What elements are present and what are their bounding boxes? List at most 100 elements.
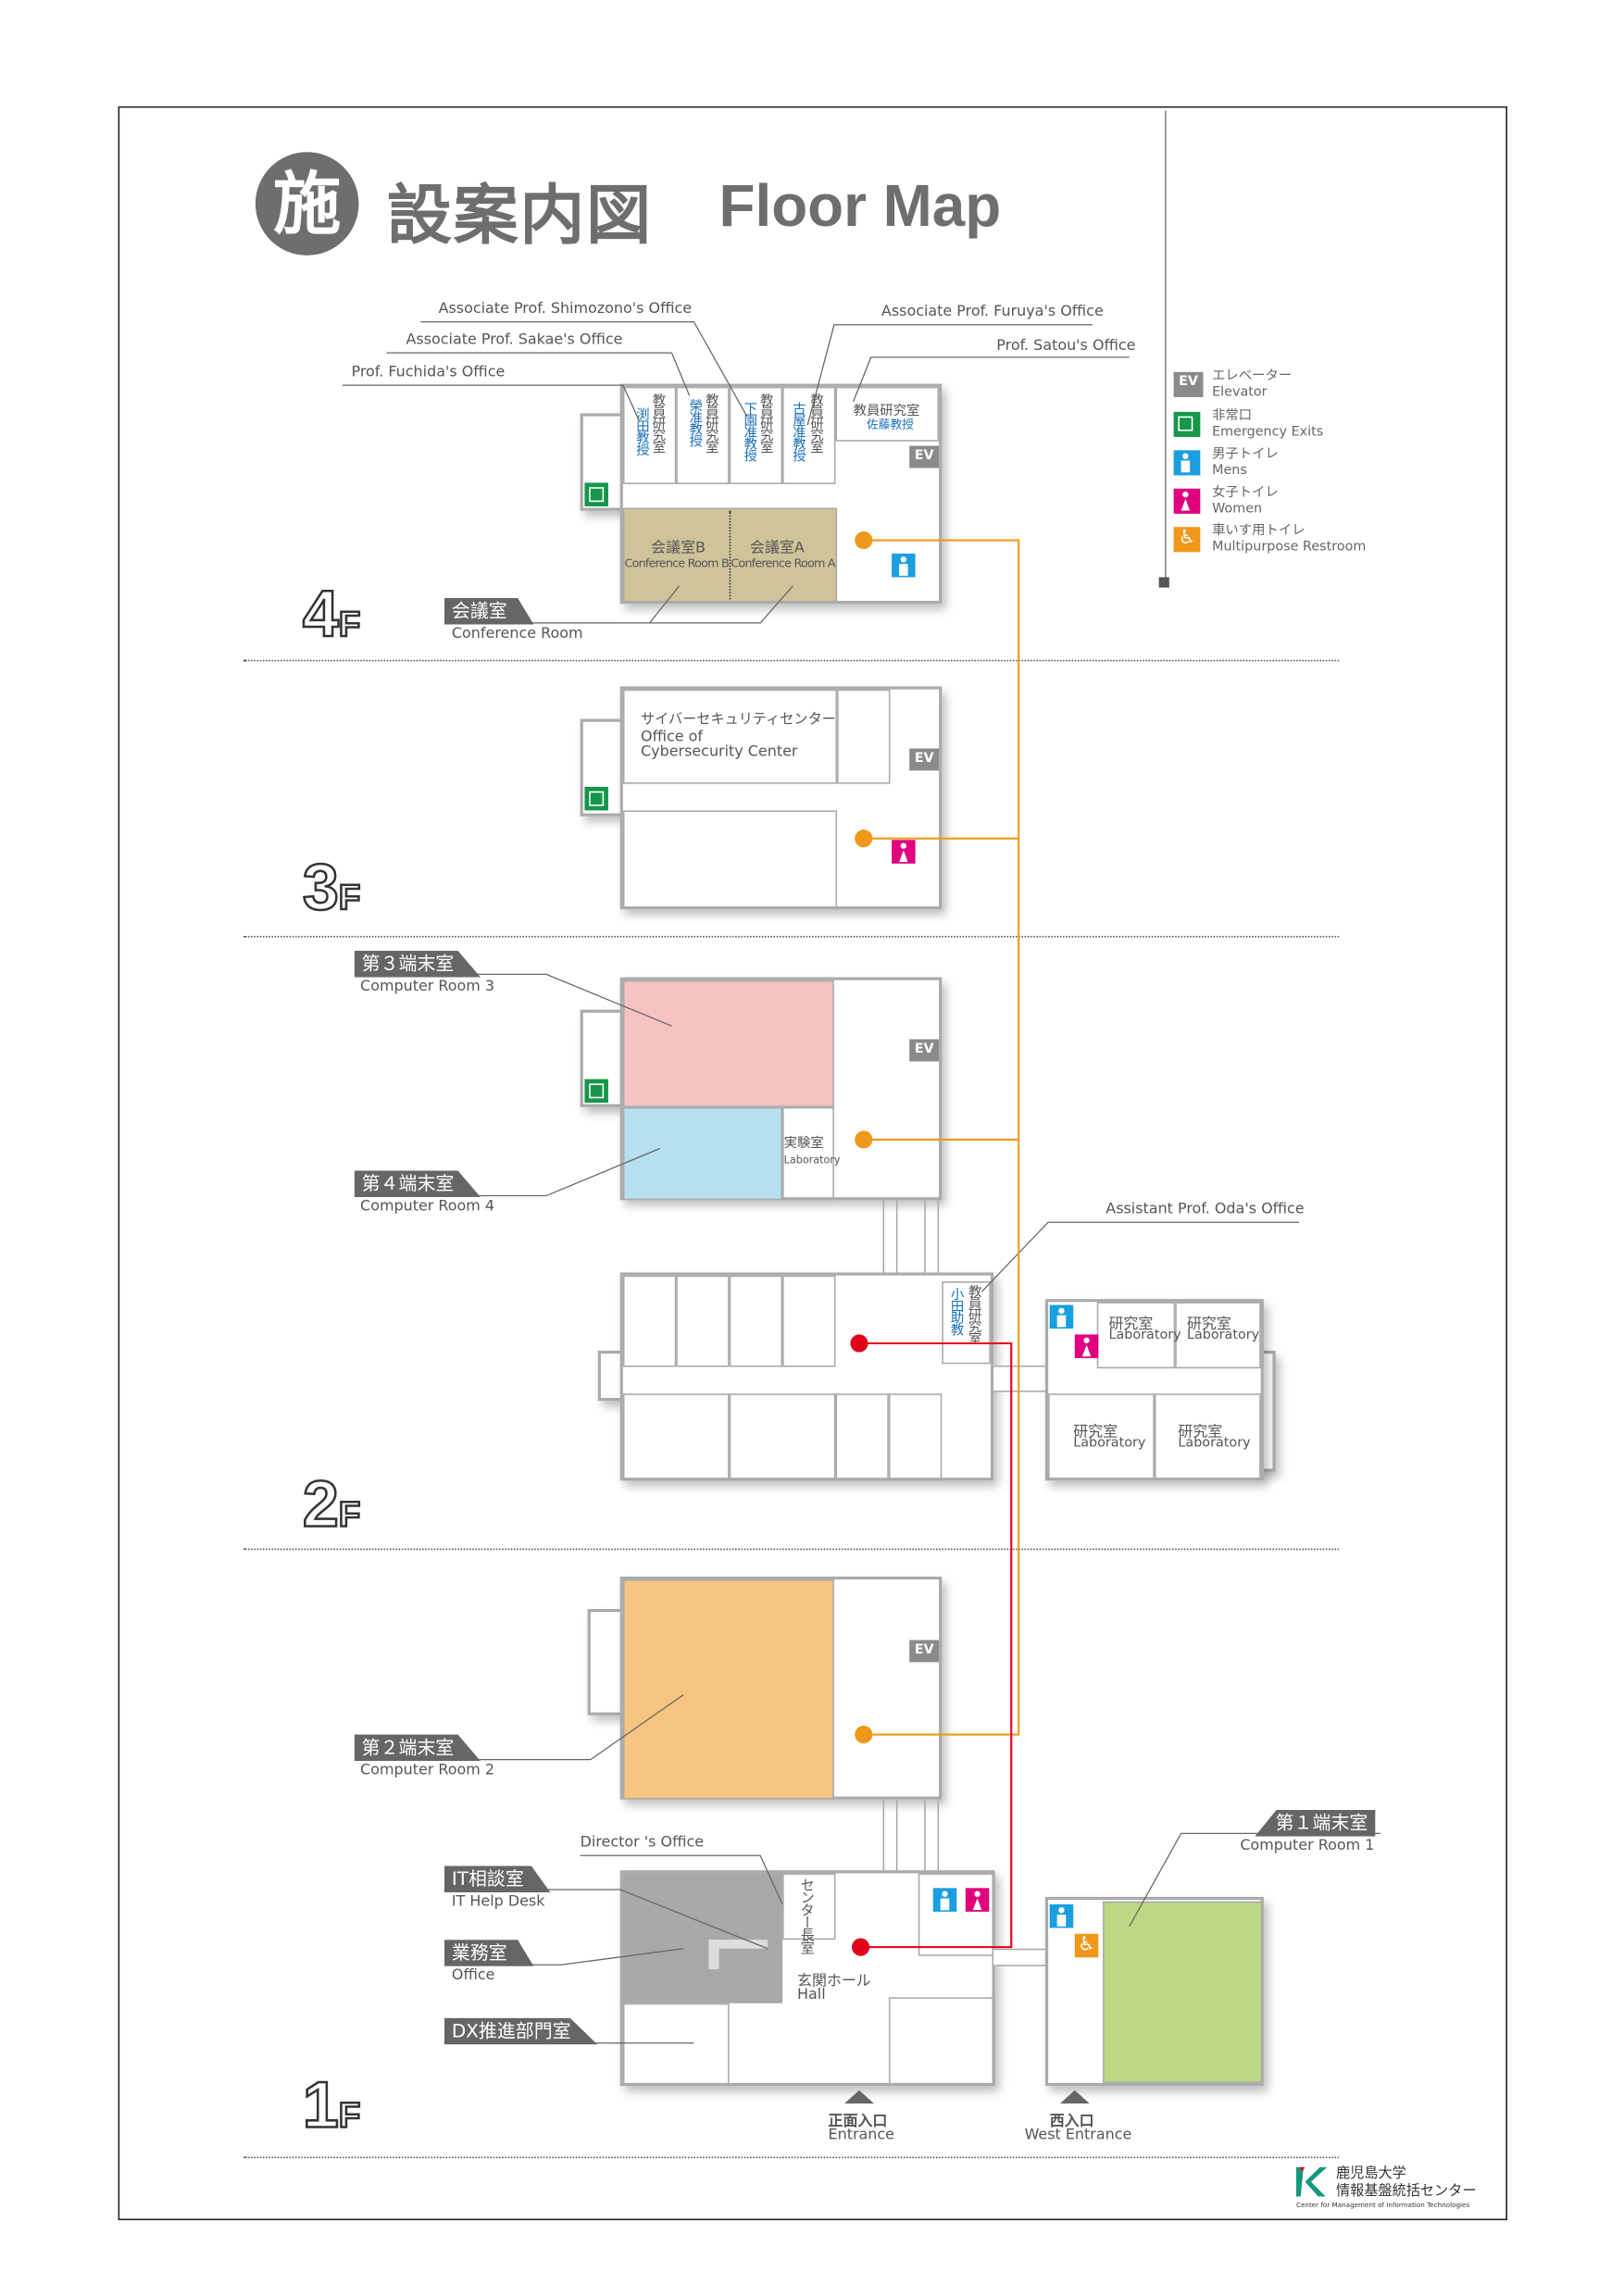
footer-university: 鹿児島大学	[1336, 2165, 1406, 2182]
lab-small-en: Laboratory	[783, 1154, 841, 1167]
office-furuya-name: 古屋准教授	[790, 401, 806, 461]
main-entrance-jp: 正面入口	[828, 2114, 888, 2130]
building-2f-south	[619, 1272, 994, 1481]
computer-room-3-tag: 第３端末室	[354, 950, 481, 978]
office-fuchida-name: 渕田教授	[633, 407, 648, 455]
emergency-exit-icon	[584, 482, 608, 506]
mens-restroom-icon	[1173, 450, 1201, 476]
annotation-sakae: Associate Prof. Sakae's Office	[406, 331, 623, 349]
legend-jp: 男子トイレ	[1212, 447, 1279, 463]
computer-room-1-label: Computer Room 1	[1240, 1838, 1375, 1854]
west-entrance-en: West Entrance	[1024, 2127, 1132, 2144]
west-entrance-jp: 西入口	[1049, 2114, 1094, 2130]
office-sakae: 教員研究室	[702, 393, 718, 452]
conference-room-b-en: Conference Room B	[624, 556, 730, 570]
footer-center-en: Center for Management of Information Tec…	[1295, 2202, 1470, 2210]
legend-en: Women	[1212, 502, 1263, 518]
directors-office-jp: センター長室	[797, 1878, 814, 1953]
office-sakae-name: 榮准教授	[686, 398, 702, 446]
it-help-desk-office	[622, 1873, 783, 2003]
conference-room-label: Conference Room	[451, 626, 583, 643]
building-1f-north	[619, 1576, 943, 1800]
computer-room-3-label: Computer Room 3	[360, 979, 495, 995]
title-en: Floor Map	[718, 174, 1002, 240]
divider-end-marker	[1158, 577, 1169, 588]
floor-label-1f: 1F	[302, 2069, 362, 2142]
connecting-corridor	[924, 1798, 940, 1872]
computer-room-4	[622, 1106, 783, 1201]
lab-1-en: Laboratory	[1108, 1329, 1181, 1343]
connecting-corridor	[882, 1198, 898, 1276]
entrance-arrow-icon	[844, 2090, 874, 2104]
annotation-director: Director 's Office	[580, 1834, 705, 1852]
wheelchair-icon: ♿	[1173, 527, 1201, 553]
floor-separator	[244, 1548, 1340, 1551]
lab-small-jp: 実験室	[783, 1136, 824, 1152]
building-2f-east	[1044, 1299, 1264, 1481]
lab-4-jp: 研究室	[1178, 1424, 1223, 1441]
office-oda: 教員研究室	[965, 1284, 981, 1343]
legend-en: Elevator	[1212, 385, 1268, 401]
mens-restroom-icon	[1049, 1903, 1074, 1928]
dx-office-tag: DX推進部門室	[443, 2017, 598, 2045]
lab-3-en: Laboratory	[1073, 1436, 1146, 1452]
stairwell	[587, 1609, 625, 1716]
elevator-icon: EV	[909, 1640, 940, 1663]
title-badge: 施	[255, 152, 359, 256]
office-fuchida: 教員研究室	[649, 393, 665, 452]
computer-room-1-tag: 第１端末室	[1255, 1809, 1376, 1837]
emergency-exit-icon	[584, 1079, 608, 1104]
conference-room-b-jp: 会議室B	[651, 540, 706, 557]
lab-2-jp: 研究室	[1186, 1316, 1231, 1333]
lab-3-jp: 研究室	[1073, 1424, 1118, 1441]
mens-restroom-icon	[1049, 1304, 1074, 1329]
floor-label-3f: 3F	[302, 852, 362, 925]
mens-restroom-icon	[932, 1888, 957, 1912]
womens-restroom-icon	[1173, 488, 1201, 514]
computer-room-4-label: Computer Room 4	[360, 1198, 495, 1216]
office-shimozono: 教員研究室	[756, 393, 772, 452]
emergency-exit-icon	[1173, 411, 1201, 437]
lab-1-jp: 研究室	[1108, 1316, 1154, 1333]
floor-label-2f: 2F	[302, 1468, 362, 1541]
mens-restroom-icon	[892, 553, 916, 578]
office-satou-name: 佐藤教授	[866, 418, 914, 431]
annotation-furuya: Associate Prof. Furuya's Office	[881, 304, 1104, 321]
connecting-corridor	[993, 1948, 1047, 1966]
annotation-oda: Assistant Prof. Oda's Office	[1106, 1201, 1305, 1218]
annotation-satou: Prof. Satou's Office	[996, 338, 1136, 355]
building-2f-north	[619, 977, 943, 1201]
building-1f-east	[1044, 1896, 1264, 2087]
connecting-corridor	[993, 1365, 1047, 1392]
it-help-desk-label: IT Help Desk	[451, 1893, 545, 1911]
legend-en: Multipurpose Restroom	[1212, 540, 1367, 555]
entrance-arrow-icon	[1059, 2090, 1090, 2104]
hall-jp: 玄関ホール	[797, 1973, 871, 1990]
cybersecurity-en-2: Cybersecurity Center	[641, 743, 798, 761]
womens-restroom-icon	[965, 1888, 990, 1912]
emergency-exit-icon	[584, 786, 608, 811]
office-furuya: 教員研究室	[807, 393, 823, 452]
floor-label-4f: 4F	[302, 579, 362, 652]
womens-restroom-icon	[1074, 1334, 1099, 1358]
center-logo-icon	[1295, 2166, 1329, 2197]
legend-jp: 女子トイレ	[1212, 485, 1279, 501]
office-shimozono-name: 下園准教授	[741, 401, 756, 461]
page-frame	[118, 106, 1507, 2221]
computer-room-2	[622, 1579, 834, 1800]
dx-office	[622, 2003, 730, 2087]
conference-room-a-jp: 会議室A	[750, 540, 805, 557]
elevator-icon: EV	[909, 748, 940, 771]
floor-separator	[244, 659, 1340, 662]
elevator-icon: EV	[909, 445, 940, 468]
connecting-corridor	[924, 1198, 940, 1276]
connecting-corridor	[882, 1798, 898, 1872]
floor-separator	[244, 935, 1340, 938]
computer-room-3	[622, 980, 834, 1107]
lab-2-en: Laboratory	[1186, 1329, 1260, 1343]
footer-center: 情報基盤統括センター	[1336, 2183, 1477, 2200]
annotation-shimozono: Associate Prof. Shimozono's Office	[438, 301, 693, 318]
floor-separator	[244, 2156, 1340, 2159]
legend-divider	[1165, 110, 1167, 583]
